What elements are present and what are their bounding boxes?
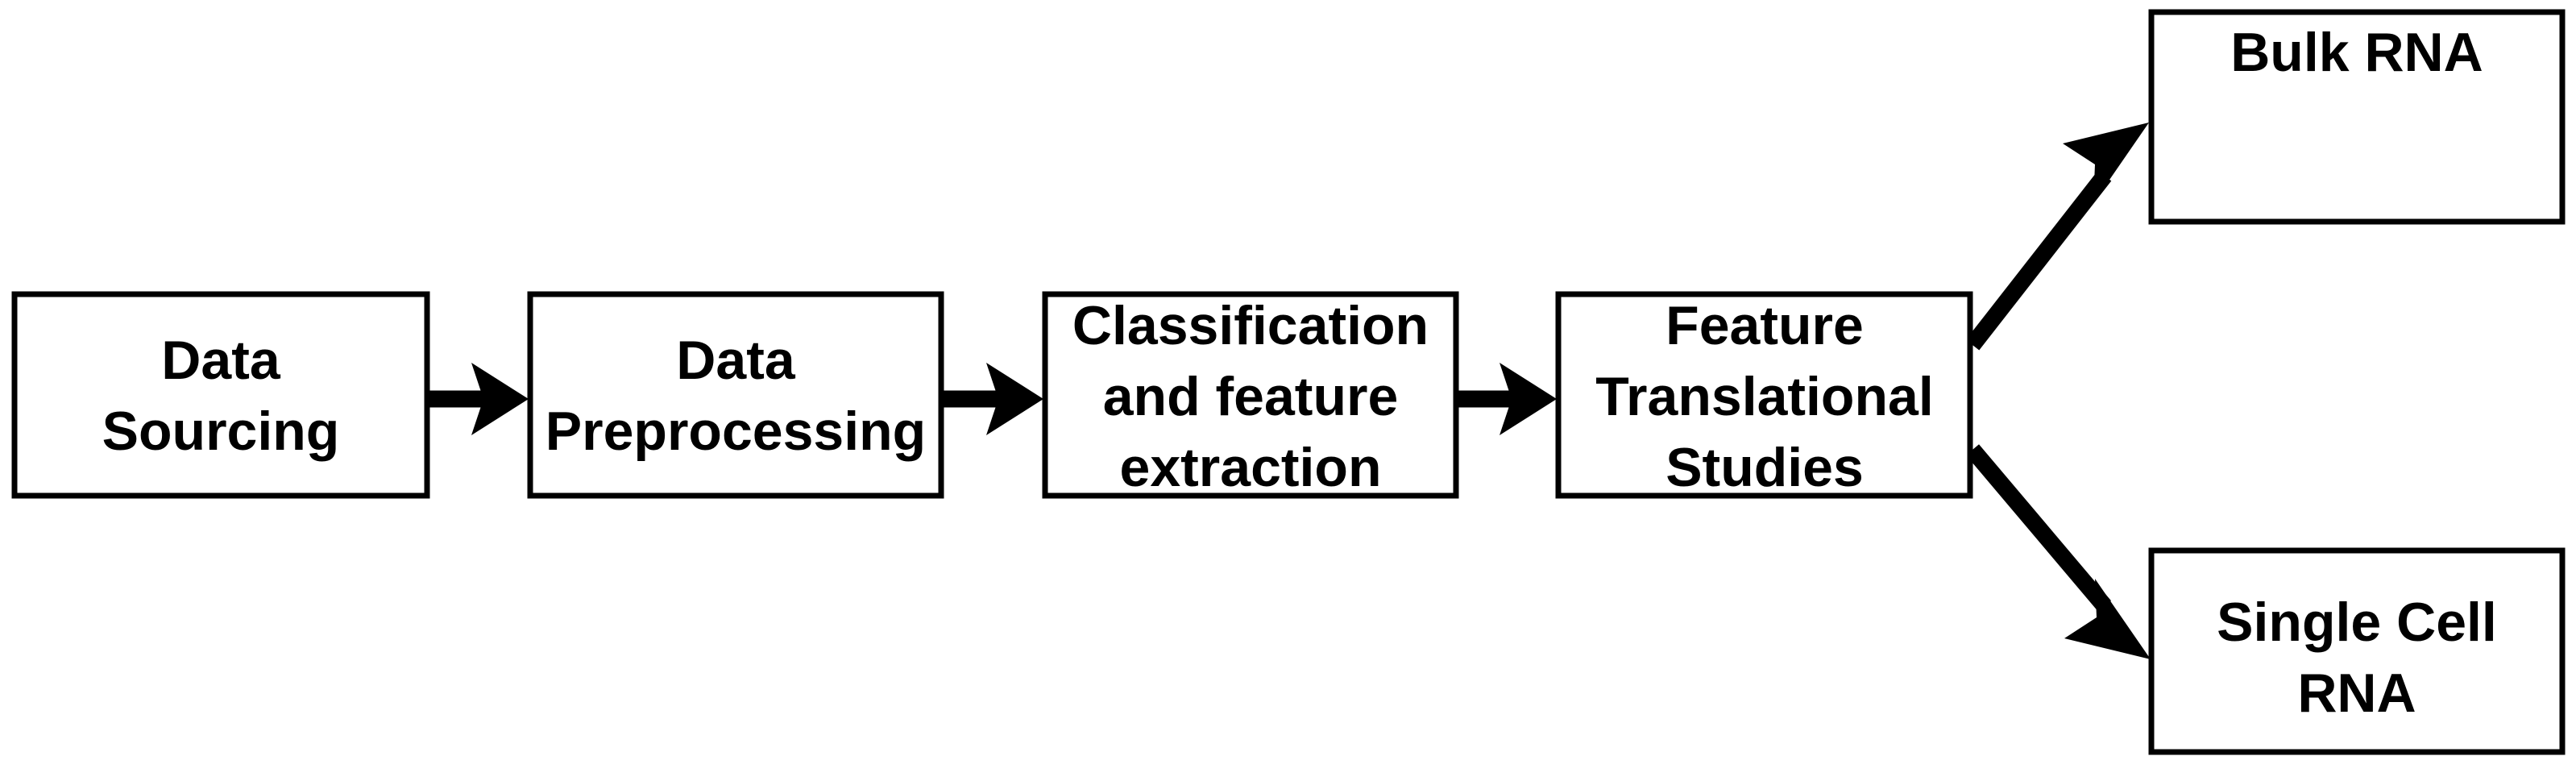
edge-sourcing-to-preprocessing: [429, 363, 529, 435]
node-data-preprocessing[interactable]: Data Preprocessing: [527, 291, 944, 499]
node-single-cell-rna[interactable]: Single Cell RNA: [2148, 547, 2566, 755]
edge-preprocessing-to-classification: [944, 363, 1043, 435]
node-label-line-2: Translational: [1595, 366, 1933, 427]
node-label-line-2: Preprocessing: [545, 401, 926, 462]
edge-translational-to-bulk-rna: [1965, 123, 2149, 351]
node-box[interactable]: [2148, 9, 2566, 225]
node-label-line-2: RNA: [2297, 663, 2416, 724]
node-box[interactable]: [11, 291, 430, 499]
node-label-line-1: Bulk RNA: [2230, 22, 2483, 83]
node-box[interactable]: [2148, 547, 2566, 755]
edge-classification-to-translational: [1458, 363, 1557, 435]
edge-translational-to-single-cell-rna: [1965, 444, 2151, 659]
node-box[interactable]: [1042, 291, 1459, 499]
node-label-line-1: Feature: [1665, 295, 1864, 356]
arrowhead-icon: [2063, 123, 2149, 203]
arrowhead-icon: [2064, 579, 2151, 659]
node-box[interactable]: [527, 291, 944, 499]
edge-shaft: [1965, 444, 2112, 612]
edge-shaft: [1965, 170, 2112, 351]
arrowhead-icon: [986, 363, 1043, 435]
node-label-line-3: Studies: [1665, 437, 1864, 498]
node-label-line-1: Data: [161, 330, 281, 391]
node-box[interactable]: [1555, 291, 1973, 499]
node-label-line-2: and feature: [1103, 366, 1399, 427]
node-feature-translational-studies[interactable]: Feature Translational Studies: [1555, 291, 1973, 499]
node-label-line-3: extraction: [1120, 437, 1382, 498]
arrowhead-icon: [1500, 363, 1557, 435]
arrowhead-icon: [471, 363, 529, 435]
node-label-line-1: Classification: [1072, 295, 1429, 356]
node-label-line-2: Sourcing: [102, 401, 340, 462]
node-label-line-1: Data: [676, 330, 796, 391]
node-data-sourcing[interactable]: Data Sourcing: [11, 291, 430, 499]
node-label-line-1: Single Cell: [2217, 592, 2497, 653]
node-classification-and-feature-extraction[interactable]: Classification and feature extraction: [1042, 291, 1459, 499]
node-bulk-rna[interactable]: Bulk RNA: [2148, 9, 2566, 225]
